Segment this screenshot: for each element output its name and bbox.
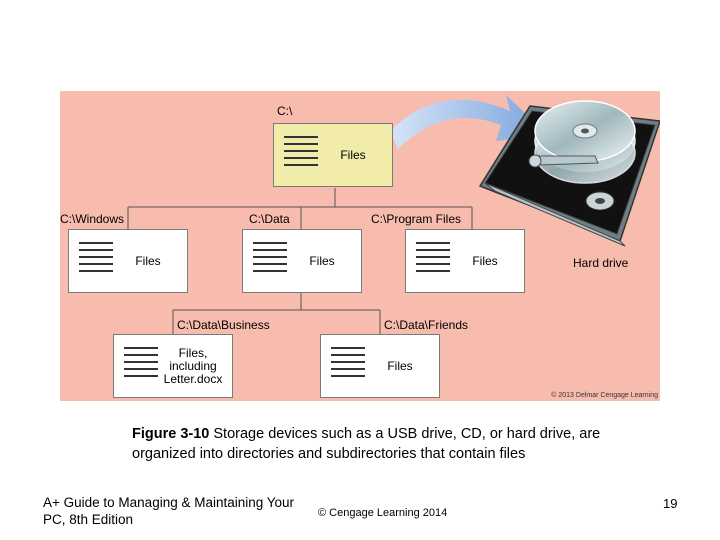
curved-arrow	[390, 95, 548, 149]
page-number: 19	[663, 496, 678, 511]
file-list-icon	[331, 347, 365, 382]
file-list-icon	[79, 242, 113, 277]
directory-tree-figure: C:\ Files C:\Windows Files C:\Data Files…	[60, 91, 660, 401]
business-files-label: Files, including Letter.docx	[163, 345, 223, 386]
hard-drive-icon	[478, 100, 660, 247]
tree-connectors	[127, 188, 473, 334]
business-directory-label: C:\Data\Business	[177, 318, 270, 332]
program-files-directory-box: Files	[405, 229, 525, 293]
figure-graphics	[127, 95, 660, 334]
root-directory-label: C:\	[277, 104, 293, 118]
windows-files-label: Files	[135, 253, 161, 268]
caption-text: Storage devices such as a USB drive, CD,…	[132, 426, 601, 462]
root-directory-box: Files	[273, 123, 393, 187]
figure-copyright: © 2013 Delmar Cengage Learning	[551, 392, 658, 399]
windows-directory-box: Files	[68, 229, 188, 293]
data-files-label: Files	[309, 253, 335, 268]
friends-files-label: Files	[387, 358, 413, 373]
data-directory-label: C:\Data	[249, 212, 290, 226]
data-directory-box: Files	[242, 229, 362, 293]
file-list-icon	[416, 242, 450, 277]
file-list-icon	[253, 242, 287, 277]
hard-drive-label: Hard drive	[573, 256, 629, 270]
business-directory-box: Files, including Letter.docx	[113, 334, 233, 398]
windows-directory-label: C:\Windows	[60, 212, 125, 226]
program-files-directory-label: C:\Program Files	[371, 212, 462, 226]
friends-directory-box: Files	[320, 334, 440, 398]
figure-number: Figure 3-10	[132, 426, 210, 442]
file-list-icon	[284, 136, 318, 171]
publisher-copyright: © Cengage Learning 2014	[318, 507, 448, 519]
book-title: A+ Guide to Managing & Maintaining Your …	[43, 495, 295, 527]
program-files-label: Files	[472, 253, 498, 268]
friends-directory-label: C:\Data\Friends	[384, 318, 469, 332]
figure-caption: Figure 3-10 Storage devices such as a US…	[132, 424, 602, 464]
root-files-label: Files	[340, 147, 366, 162]
file-list-icon	[124, 347, 158, 382]
